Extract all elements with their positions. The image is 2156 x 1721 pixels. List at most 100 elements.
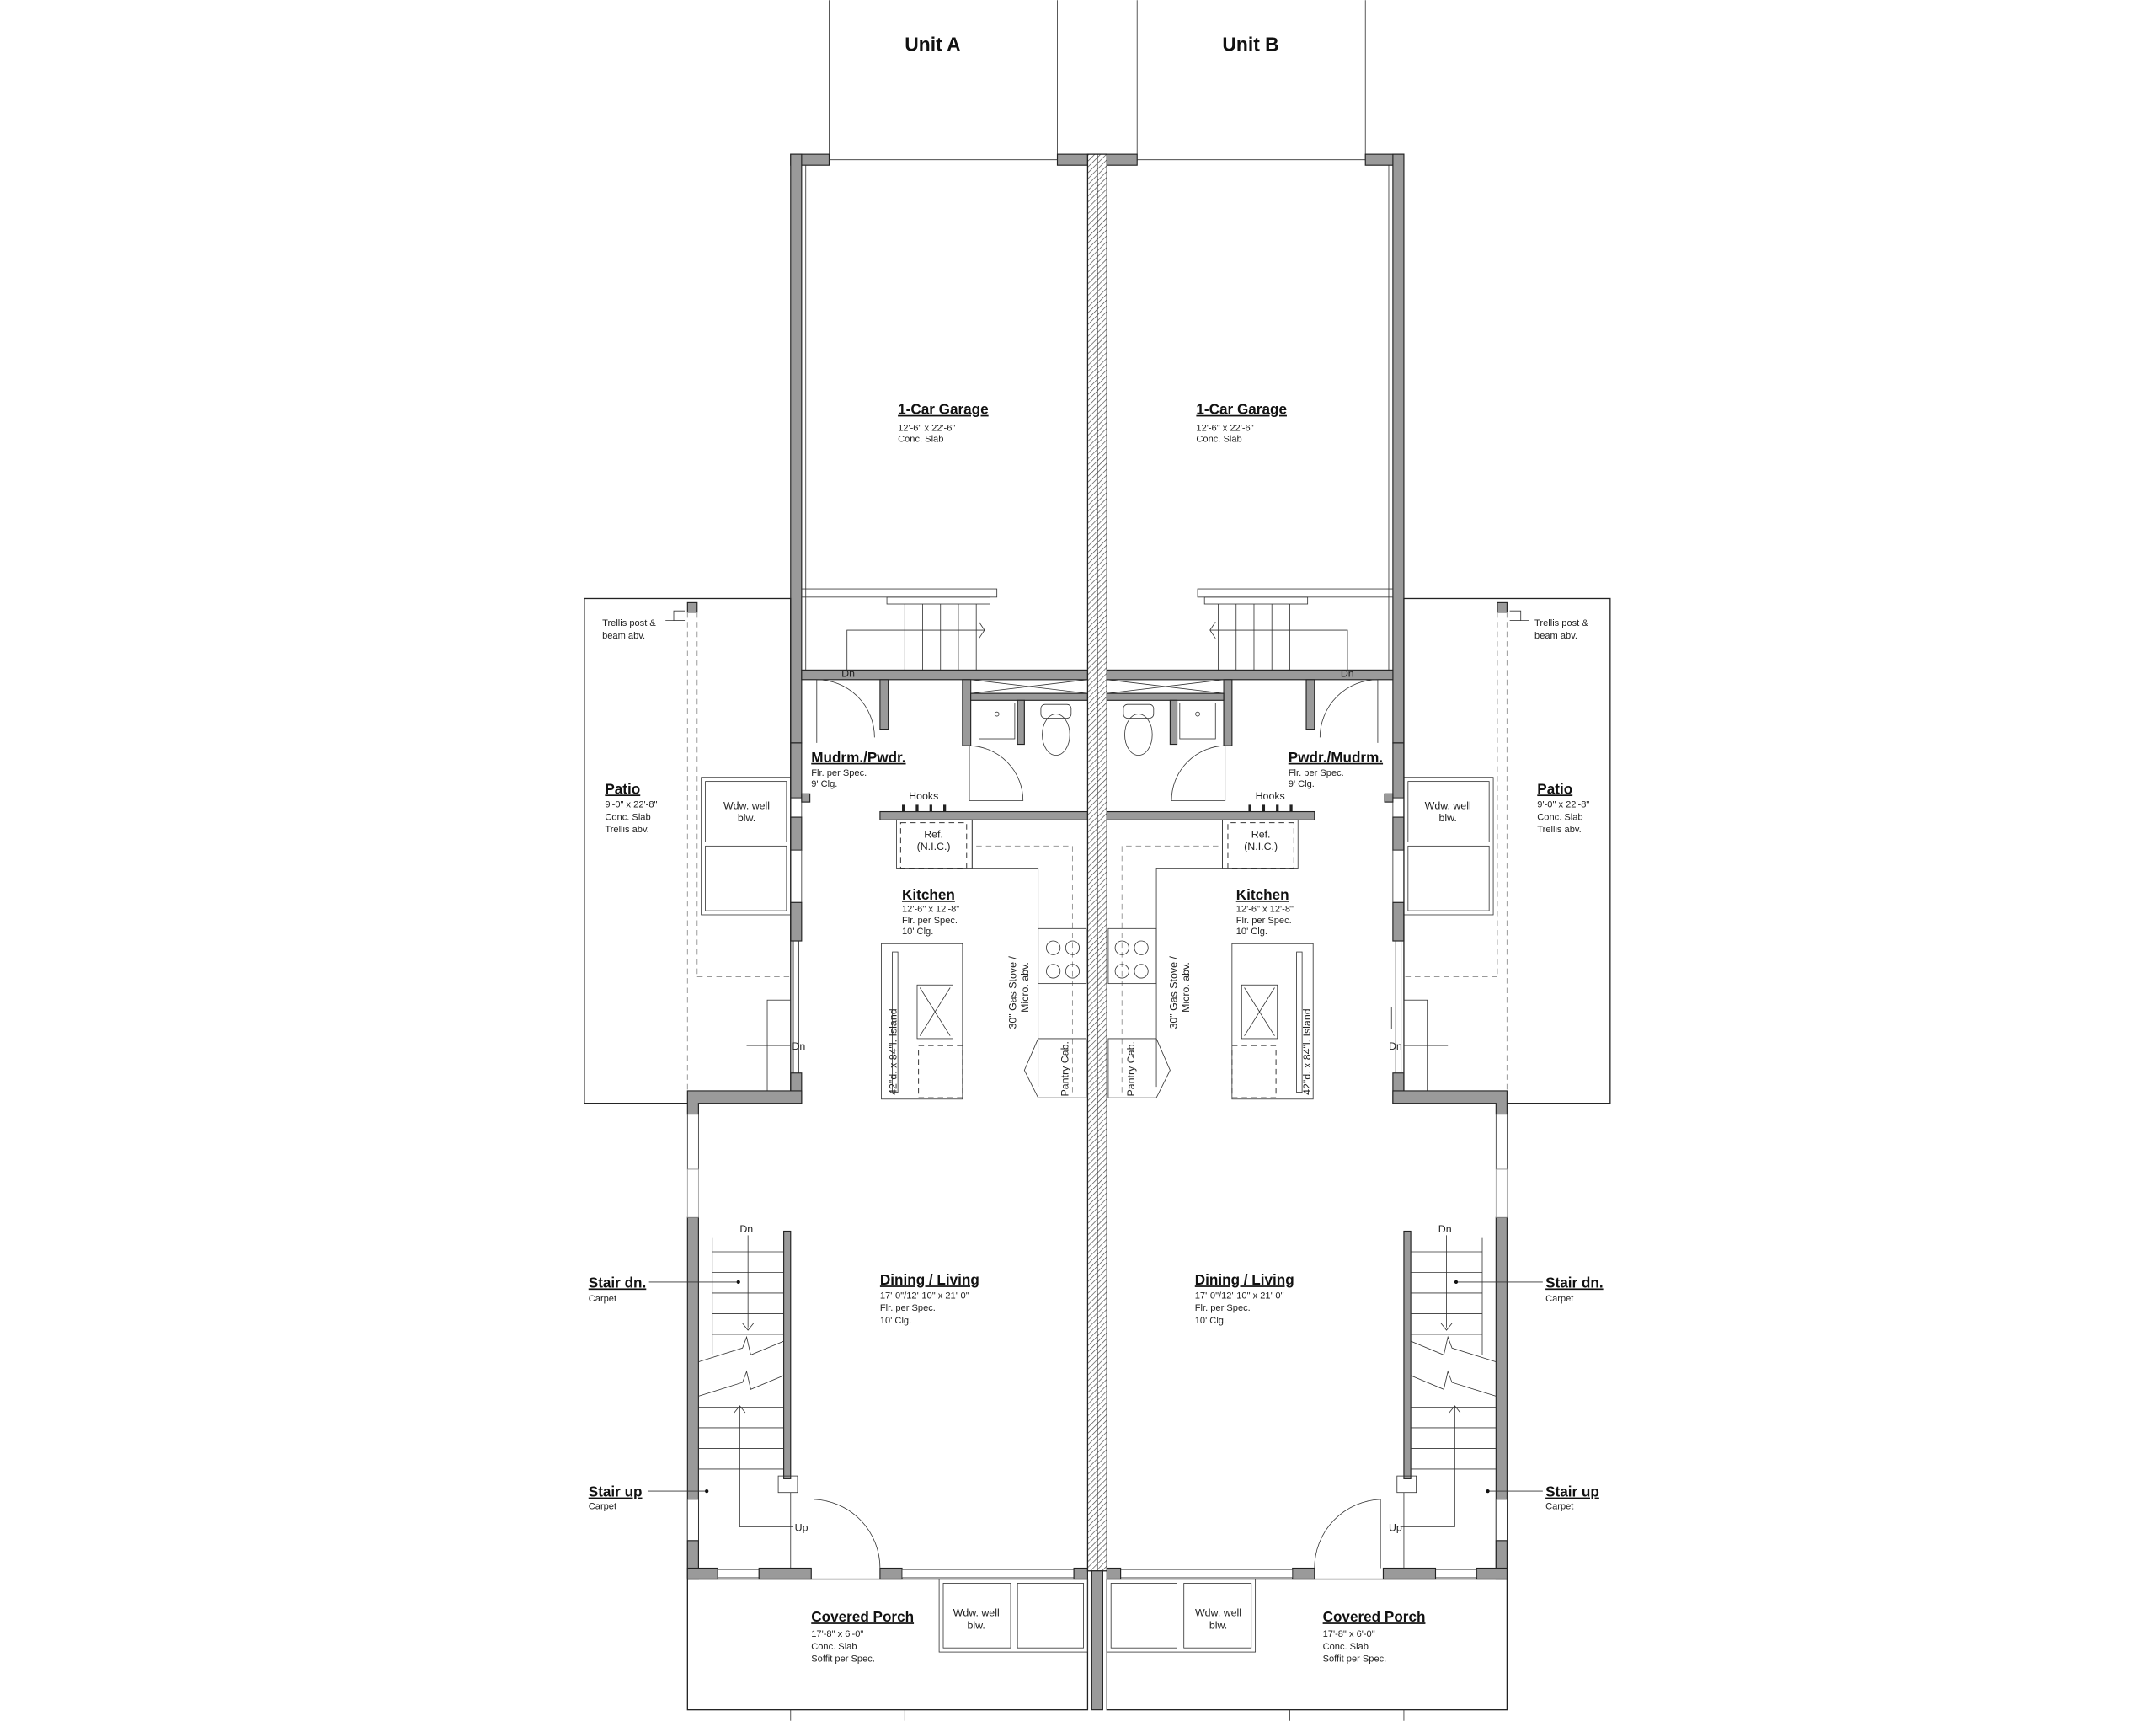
trellis-label-2: beam abv. <box>602 631 645 641</box>
patio-title: Patio <box>1537 780 1572 797</box>
porch-size: 17'-8" x 6'-0" <box>811 1629 863 1639</box>
stove-label-2: Micro. abv. <box>1019 962 1031 1013</box>
dining-title: Dining / Living <box>1195 1271 1294 1288</box>
garage-title: 1-Car Garage <box>898 401 989 418</box>
kitchen-size: 12'-6" x 12'-8" <box>902 905 959 915</box>
porch-title: Covered Porch <box>1323 1608 1426 1625</box>
stair-up-title: Stair up <box>589 1483 643 1500</box>
dining-floor: Flr. per Spec. <box>1195 1303 1251 1313</box>
dn-label: Dn <box>1438 1223 1452 1235</box>
ref-nic-label: (N.I.C.) <box>917 841 951 852</box>
unit-a-header: Unit A <box>905 34 960 56</box>
window-well-label: Wdw. well <box>723 799 770 811</box>
kitchen-floor: Flr. per Spec. <box>902 916 958 926</box>
dining-floor: Flr. per Spec. <box>880 1303 936 1313</box>
ref-label: Ref. <box>1251 829 1271 841</box>
dn-label: Dn <box>841 668 855 680</box>
mudroom-floor: Flr. per Spec. <box>1289 768 1344 778</box>
garage-finish: Conc. Slab <box>898 434 943 444</box>
up-label: Up <box>795 1521 808 1533</box>
porch-window-well-label: Wdw. well <box>1195 1607 1241 1619</box>
window-well-label: Wdw. well <box>1425 799 1471 811</box>
porch-window-well-label: Wdw. well <box>953 1607 1000 1619</box>
door-swing <box>969 745 1024 801</box>
dining-title: Dining / Living <box>880 1271 979 1288</box>
kitchen-ceiling: 10' Clg. <box>902 927 933 937</box>
porch-finish: Conc. Slab <box>1323 1642 1369 1652</box>
porch-title: Covered Porch <box>811 1608 914 1625</box>
dining-ceiling: 10' Clg. <box>1195 1316 1226 1326</box>
sink-icon <box>916 984 953 1040</box>
trellis-label: Trellis post & <box>602 618 656 628</box>
kitchen-title: Kitchen <box>1236 886 1289 903</box>
patio-size: 9'-0" x 22'-8" <box>1537 800 1589 810</box>
entry-door-swing <box>814 1499 881 1569</box>
unit-a-labels: Unit A 1-Car Garage 12'-6" x 22'-6" Conc… <box>589 34 1071 1665</box>
stair-dn-finish: Carpet <box>589 1294 616 1304</box>
mudroom-ceiling: 9' Clg. <box>1289 779 1315 789</box>
garage-finish: Conc. Slab <box>1196 434 1241 444</box>
up-label: Up <box>1389 1521 1402 1533</box>
patio-note: Trellis abv. <box>1537 825 1581 835</box>
mudroom-title: Pwdr./Mudrm. <box>1289 749 1383 766</box>
island-label: 42"d. x 84"l. Island <box>1301 1008 1313 1095</box>
porch-window-well-label-2: blw. <box>1209 1619 1227 1631</box>
dining-size: 17'-0"/12'-10" x 21'-0" <box>880 1291 969 1301</box>
island-label: 42"d. x 84"l. Island <box>887 1008 899 1095</box>
hooks-label: Hooks <box>1256 790 1285 802</box>
stove-icon <box>1038 927 1087 985</box>
porch-finish: Conc. Slab <box>811 1642 857 1652</box>
patio-title: Patio <box>605 780 640 797</box>
trellis-post <box>686 601 698 613</box>
hooks-label: Hooks <box>909 790 938 802</box>
ref-nic-label: (N.I.C.) <box>1244 841 1278 852</box>
stove-label: 30" Gas Stove / <box>1168 956 1180 1029</box>
dn-label: Dn <box>1389 1040 1402 1052</box>
stair-up-title: Stair up <box>1545 1483 1599 1500</box>
garage-size: 12'-6" x 22'-6" <box>898 423 955 433</box>
patio-note: Trellis abv. <box>605 825 648 835</box>
kitchen-title: Kitchen <box>902 886 955 903</box>
mudroom-title: Mudrm./Pwdr. <box>811 749 905 766</box>
porch-size: 17'-8" x 6'-0" <box>1323 1629 1375 1639</box>
kitchen-island <box>881 943 963 1100</box>
ref-label: Ref. <box>924 829 943 841</box>
unit-b-header: Unit B <box>1222 34 1278 56</box>
porch-window-well-label-2: blw. <box>968 1619 985 1631</box>
trellis-label-2: beam abv. <box>1534 631 1577 641</box>
porch-note: Soffit per Spec. <box>1323 1654 1387 1665</box>
patio-finish: Conc. Slab <box>1537 812 1582 822</box>
stair-dn-title: Stair dn. <box>589 1274 647 1291</box>
mudroom-floor: Flr. per Spec. <box>811 768 867 778</box>
pantry-label: Pantry Cab. <box>1125 1041 1137 1096</box>
stair-dn-title: Stair dn. <box>1545 1274 1604 1291</box>
stair-up-finish: Carpet <box>1545 1501 1573 1511</box>
porch-window-well <box>938 1579 1088 1653</box>
window-well-label-2: blw. <box>1439 812 1457 824</box>
porch-note: Soffit per Spec. <box>811 1654 875 1665</box>
door-swing <box>816 679 875 743</box>
stove-label-2: Micro. abv. <box>1180 962 1192 1013</box>
dn-label: Dn <box>792 1040 805 1052</box>
kitchen-floor: Flr. per Spec. <box>1236 916 1292 926</box>
unit-a-geometry <box>584 0 1089 1721</box>
dining-ceiling: 10' Clg. <box>880 1316 911 1326</box>
stair-dn-finish: Carpet <box>1545 1294 1573 1304</box>
stair-up-finish: Carpet <box>589 1501 616 1511</box>
unit-b-geometry <box>1106 0 1611 1721</box>
patio-finish: Conc. Slab <box>605 812 650 822</box>
toilet-icon <box>1042 714 1070 756</box>
covered-porch <box>686 1578 1089 1711</box>
patio-size: 9'-0" x 22'-8" <box>605 800 657 810</box>
garage-title: 1-Car Garage <box>1196 401 1287 418</box>
stove-label: 30" Gas Stove / <box>1007 956 1019 1029</box>
pantry-label: Pantry Cab. <box>1059 1041 1071 1096</box>
dn-label: Dn <box>739 1223 753 1235</box>
window-well-label-2: blw. <box>738 812 755 824</box>
garage-size: 12'-6" x 22'-6" <box>1196 423 1253 433</box>
dining-size: 17'-0"/12'-10" x 21'-0" <box>1195 1291 1284 1301</box>
kitchen-ceiling: 10' Clg. <box>1236 927 1267 937</box>
kitchen-size: 12'-6" x 12'-8" <box>1236 905 1294 915</box>
pantry-cabinet <box>1023 1038 1087 1098</box>
